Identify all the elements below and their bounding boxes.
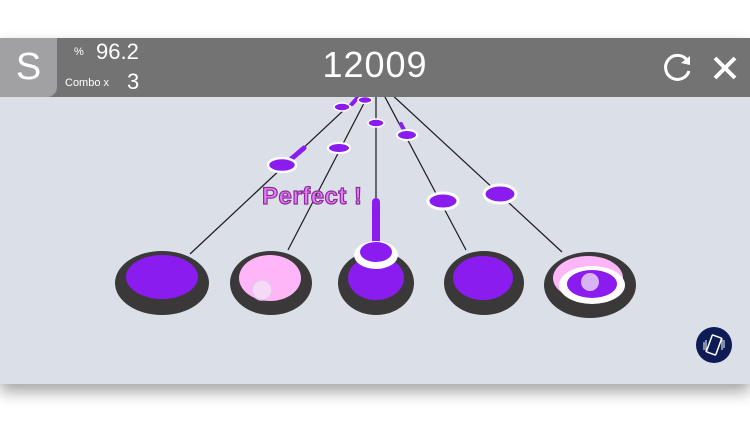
close-button[interactable]: [709, 52, 741, 84]
combo-label: Combo x: [65, 77, 110, 89]
accuracy-symbol: %: [74, 46, 84, 58]
retry-button[interactable]: [660, 51, 694, 85]
lane-pad-1[interactable]: [115, 251, 209, 315]
judgement-text: Perfect !: [261, 182, 363, 210]
lane-pad-2[interactable]: [230, 251, 312, 315]
game-screen: Perfect ! S % 96.2 Combo x 3 12009: [0, 38, 750, 384]
rank-badge: S: [0, 38, 57, 97]
lane-pad-5[interactable]: [544, 252, 636, 318]
close-icon: [713, 56, 737, 80]
screen-rotate-button[interactable]: [696, 327, 732, 363]
hud-bar: S % 96.2 Combo x 3 12009: [0, 38, 750, 97]
combo-value: 3: [127, 69, 140, 94]
screen-rotate-icon: [703, 334, 725, 356]
lane-pad-3[interactable]: [338, 198, 414, 315]
playfield[interactable]: [0, 38, 750, 384]
lane-pad-4[interactable]: [444, 251, 524, 315]
retry-icon: [664, 53, 691, 81]
score: 12009: [322, 44, 428, 85]
accuracy-value: 96.2: [96, 39, 139, 64]
